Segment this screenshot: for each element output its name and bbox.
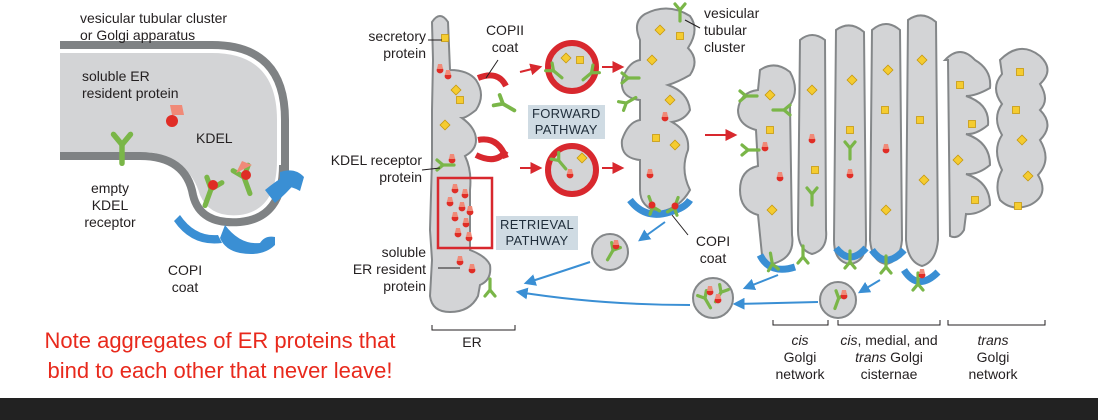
forward-pathway-line1: FORWARD <box>532 106 601 121</box>
forward-pathway-badge: FORWARD PATHWAY <box>528 105 605 139</box>
golgi-cisterna-1 <box>796 34 828 265</box>
label-cisternae-line3: cisternae <box>860 366 918 382</box>
trans-golgi-network <box>942 48 1049 239</box>
label-empty-receptor-line1: empty <box>90 180 130 196</box>
label-copii-line1: COPII <box>485 22 525 38</box>
copi-vesicle-right <box>819 281 857 319</box>
label-vtc-right-line2: tubular <box>704 22 747 38</box>
label-soluble-mid-line3: protein <box>383 278 426 294</box>
left-bound-receptors <box>198 161 258 208</box>
golgi-cisterna-3 <box>868 23 907 275</box>
label-trans-line2: Golgi <box>976 349 1010 365</box>
annotation-note-line2: bind to each other that never leave! <box>47 358 393 383</box>
label-secretory-line2: protein <box>383 45 426 61</box>
copi-vesicle-bottom <box>692 277 734 319</box>
label-cisternae-line1: cis, medial, and <box>832 332 946 349</box>
vtc-body <box>616 2 696 218</box>
retrieval-arrow-3 <box>732 297 819 310</box>
label-copi-left-line1: COPI <box>167 262 203 278</box>
copi-vesicle-mid <box>591 233 629 271</box>
label-cisternae-line1-italic: cis <box>840 332 858 348</box>
retrieval-arrow-4 <box>742 274 779 291</box>
cis-golgi-network <box>736 64 797 273</box>
golgi-cisterna-2 <box>832 24 869 270</box>
left-kdel-protein <box>166 105 184 127</box>
retrieval-pathway-line1: RETRIEVAL <box>500 217 574 232</box>
cis-bracket <box>772 320 829 326</box>
retrieval-pathway-line2: PATHWAY <box>505 233 569 248</box>
label-soluble-er-line2: resident protein <box>82 85 179 101</box>
er-bracket <box>431 325 516 331</box>
label-copii-line2: coat <box>491 39 519 55</box>
label-copi-mid-line1: COPI <box>695 233 731 249</box>
forward-pathway-line2: PATHWAY <box>534 122 598 137</box>
annotation-note-line1: Note aggregates of ER proteins that <box>44 328 396 353</box>
copii-vesicle-1 <box>544 40 601 94</box>
retrieval-arrow-6 <box>638 221 666 242</box>
retrieval-pathway-badge: RETRIEVAL PATHWAY <box>496 216 578 250</box>
label-cisternae-line2: trans Golgi <box>832 349 946 366</box>
er-body <box>428 15 492 314</box>
label-kdel-receptor-line2: protein <box>379 169 422 185</box>
label-copi-left-line2: coat <box>171 279 199 295</box>
retrieval-arrow-2 <box>515 287 691 306</box>
retrieval-arrow-1 <box>523 261 591 286</box>
label-vtc-left-line1: vesicular tubular cluster <box>80 10 228 26</box>
label-cis-line2: Golgi <box>783 349 817 365</box>
label-cisternae-line2-italic: trans <box>855 349 887 365</box>
left-golgi-membrane <box>60 41 289 227</box>
label-cisternae-line2-rest: Golgi <box>886 349 923 365</box>
label-secretory-line1: secretory <box>368 28 426 44</box>
label-empty-receptor-line2: KDEL <box>91 197 129 213</box>
label-soluble-mid-line2: ER resident <box>352 261 426 277</box>
label-kdel-receptor-line1: KDEL receptor <box>330 152 422 168</box>
trans-bracket <box>947 320 1046 326</box>
label-cis-line3: network <box>775 366 825 382</box>
label-cisternae-line1-rest: , medial, and <box>857 332 938 348</box>
label-trans-line3: network <box>968 366 1018 382</box>
annotation-note: Note aggregates of ER proteins that bind… <box>0 326 440 386</box>
label-vtc-right-line1: vesicular <box>704 5 760 21</box>
cisternae-bracket <box>837 320 941 326</box>
label-copi-mid-line2: coat <box>699 250 727 266</box>
retrieval-arrow-5 <box>857 279 881 294</box>
label-trans-line1: trans <box>977 332 1009 348</box>
label-soluble-mid-line1: soluble <box>381 244 426 260</box>
arrow-er-to-vesicle-1 <box>519 63 543 76</box>
copii-vesicle-2 <box>545 143 599 197</box>
bottom-bar <box>0 398 1098 420</box>
label-kdel-left: KDEL <box>196 130 233 146</box>
label-cis-line1: cis <box>791 332 809 348</box>
label-soluble-er-line1: soluble ER <box>82 68 150 84</box>
label-empty-receptor-line3: receptor <box>84 214 136 230</box>
label-er: ER <box>462 334 482 350</box>
label-vtc-right-line3: cluster <box>704 39 746 55</box>
leader-lines <box>421 19 701 269</box>
er-aggregate <box>436 176 494 250</box>
golgi-cisterna-4 <box>901 14 941 292</box>
label-vtc-left-line2: or Golgi apparatus <box>80 27 196 43</box>
er-copii-buds <box>474 72 520 163</box>
left-copi-coats <box>174 170 304 254</box>
